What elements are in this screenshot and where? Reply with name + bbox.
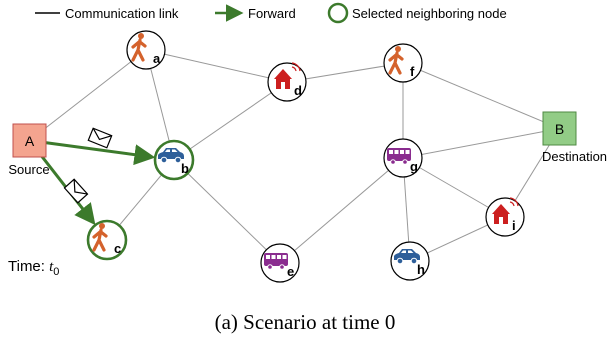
node-label: d [294,83,302,98]
car-icon [394,249,420,265]
forward-links [38,141,156,226]
legend-selected-ring [327,2,349,24]
bus-icon [387,148,411,165]
node-f: f [383,43,423,83]
node-label: g [410,159,418,174]
node-b: b [153,139,195,181]
legend: Communication link Forward Selected neig… [35,2,507,24]
car-icon [158,148,184,164]
nodes: a b c d e f g h i [86,30,525,283]
legend-selected-label: Selected neighboring node [352,6,507,21]
node-c: c [86,219,128,261]
destination-box [542,111,577,146]
time-variable: t [49,259,54,275]
envelope-icon [87,127,113,149]
node-d: d [267,62,307,102]
node-label: h [417,262,425,277]
source-node: A Source [8,123,50,177]
node-label: b [181,161,189,176]
pedestrian-icon [388,46,404,75]
envelope-icon [63,178,89,204]
node-label: e [287,264,294,279]
house-icon [274,62,301,89]
legend-link-label: Communication link [65,6,179,21]
time-prefix: Time: [8,258,49,275]
link-f-B [402,62,560,129]
house-icon [492,197,519,224]
node-g: g [383,138,423,178]
node-ring [383,43,423,83]
figure-caption: (a) Scenario at time 0 [215,310,396,334]
source-box [12,123,47,158]
link-A-a [29,49,147,141]
node-h: h [390,241,430,281]
destination-letter: B [555,121,564,137]
source-label: Source [8,162,49,177]
link-a-d [145,49,288,83]
node-a: a [126,30,166,70]
legend-forward-label: Forward [248,6,296,21]
node-label: c [114,241,121,256]
node-label: i [512,218,516,233]
node-i: i [485,197,525,237]
link-g-e [279,157,404,264]
link-b-e [173,159,281,264]
destination-label: Destination [542,149,607,164]
source-letter: A [25,133,35,149]
forward-arrow-A-b [46,141,156,166]
time-subscript: 0 [53,266,59,278]
node-label: f [410,64,415,79]
destination-node: B Destination [542,111,607,164]
pedestrian-icon [92,223,108,252]
node-label: a [153,51,161,66]
pedestrian-icon [131,33,147,62]
link-g-i [402,157,506,218]
node-ring [126,30,166,70]
link-b-d [173,81,288,161]
node-e: e [260,243,300,283]
selected-node-ring [86,219,128,261]
time-label: Time: t0 [8,258,59,278]
bus-icon [264,253,288,270]
link-g-B [402,128,560,159]
